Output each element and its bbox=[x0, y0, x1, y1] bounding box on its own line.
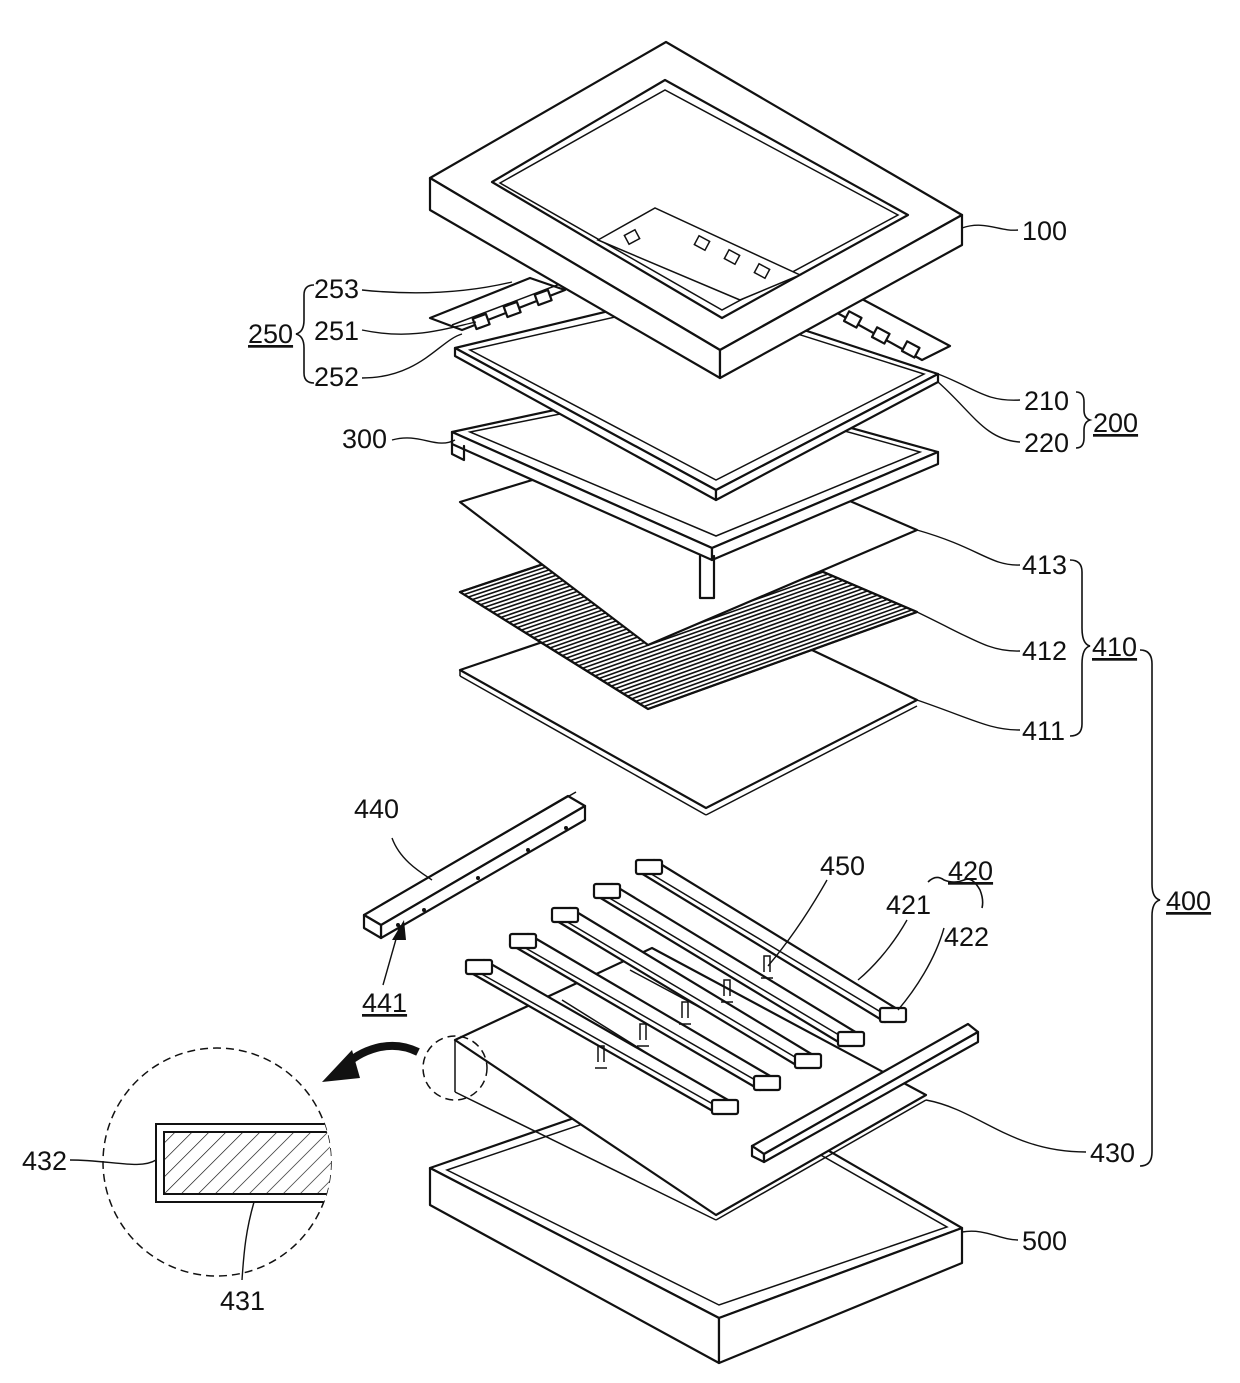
label-412: 412 bbox=[1022, 636, 1067, 666]
label-420: 420 bbox=[948, 856, 993, 886]
label-252: 252 bbox=[314, 362, 359, 392]
label-300: 300 bbox=[342, 424, 387, 454]
label-411: 411 bbox=[1022, 716, 1065, 746]
label-431: 431 bbox=[220, 1286, 265, 1316]
label-421: 421 bbox=[886, 890, 931, 920]
label-253: 253 bbox=[314, 274, 359, 304]
label-100: 100 bbox=[1022, 216, 1067, 246]
label-200: 200 bbox=[1093, 408, 1138, 438]
label-250: 250 bbox=[248, 319, 293, 349]
label-440: 440 bbox=[354, 794, 399, 824]
label-413: 413 bbox=[1022, 550, 1067, 580]
label-441: 441 bbox=[362, 988, 407, 1018]
label-450: 450 bbox=[820, 851, 865, 881]
label-220: 220 bbox=[1024, 428, 1069, 458]
label-410: 410 bbox=[1092, 632, 1137, 662]
label-400: 400 bbox=[1166, 886, 1211, 916]
label-430: 430 bbox=[1090, 1138, 1135, 1168]
label-210: 210 bbox=[1024, 386, 1069, 416]
label-422: 422 bbox=[944, 922, 989, 952]
label-500: 500 bbox=[1022, 1226, 1067, 1256]
detail-magnifier bbox=[103, 1036, 487, 1276]
label-432: 432 bbox=[22, 1146, 67, 1176]
label-251: 251 bbox=[314, 316, 359, 346]
